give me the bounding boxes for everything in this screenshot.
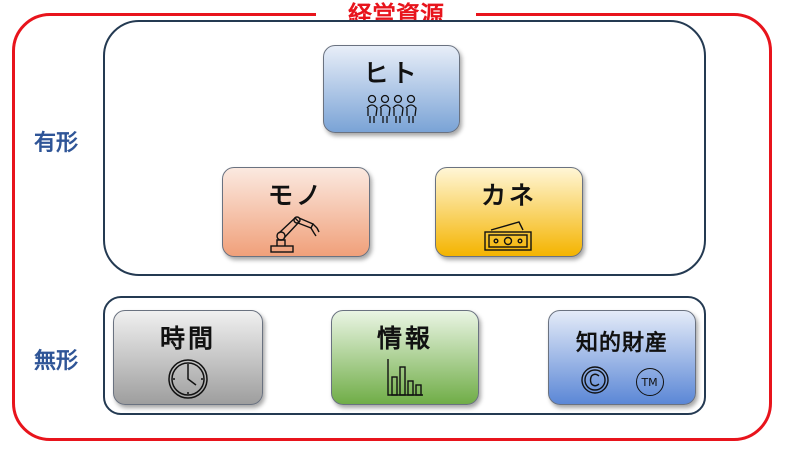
money-card: カネ <box>435 167 583 257</box>
banknote-icon <box>436 220 582 256</box>
ip-label: 知的財産 <box>575 331 668 356</box>
intangible-label: 無形 <box>34 349 79 374</box>
copyright-icon <box>580 365 610 399</box>
time-card: 時間 <box>113 310 263 405</box>
people-icon <box>324 94 459 128</box>
people-label: ヒト <box>363 59 420 88</box>
things-label: モノ <box>267 181 324 210</box>
info-label: 情報 <box>376 324 433 353</box>
bar-chart-icon <box>332 355 478 403</box>
ip-card: 知的財産 TM <box>548 310 696 405</box>
clock-icon <box>114 357 262 405</box>
people-card: ヒト <box>323 45 460 133</box>
things-card: モノ <box>222 167 370 257</box>
time-label: 時間 <box>159 324 216 353</box>
tangible-label: 有形 <box>34 131 79 156</box>
trademark-icon: TM <box>635 368 664 396</box>
robot-arm-icon <box>223 212 369 258</box>
info-card: 情報 <box>331 310 479 405</box>
copyright-trademark-icons: TM <box>549 365 695 399</box>
money-label: カネ <box>480 181 537 210</box>
